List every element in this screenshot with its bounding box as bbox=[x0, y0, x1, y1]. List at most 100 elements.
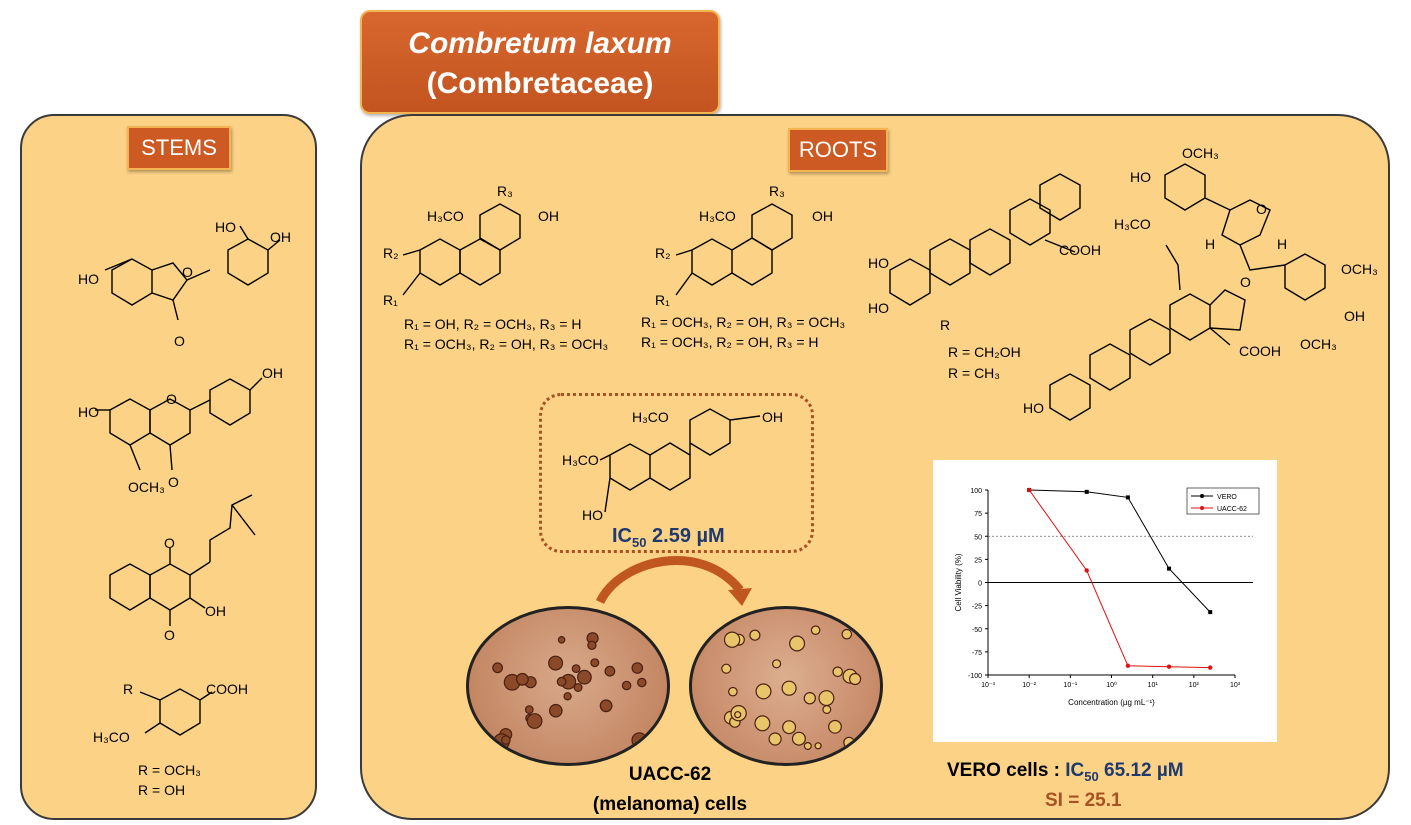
cell-blob bbox=[492, 662, 503, 674]
lig-och3-c: OCH₃ bbox=[1300, 336, 1337, 352]
stem2-oh-left: HO bbox=[78, 404, 99, 420]
cell-blob bbox=[571, 664, 581, 673]
chart-series-line bbox=[1029, 489, 1211, 613]
cell-blob bbox=[516, 672, 529, 686]
tri-ho2: HO bbox=[868, 300, 889, 316]
cells-after-image bbox=[689, 606, 883, 766]
cell-blob bbox=[721, 663, 732, 674]
tri-line2: R = CH₃ bbox=[948, 365, 1000, 381]
cell-blob bbox=[723, 631, 741, 648]
phen2-line1: R₁ = OCH₃, R₂ = OH, R₃ = OCH₃ bbox=[641, 314, 845, 330]
chart-y-tick-label: 75 bbox=[974, 511, 982, 518]
selectivity-index: SI = 25.1 bbox=[1045, 790, 1122, 811]
tri-line1: R = CH₂OH bbox=[948, 344, 1021, 360]
stem1-oh-c: HO bbox=[78, 271, 99, 287]
phen1-line2: R₁ = OCH₃, R₂ = OH, R₃ = OCH₃ bbox=[404, 336, 608, 352]
chart-legend-box bbox=[1186, 487, 1260, 515]
cell-blob bbox=[556, 676, 567, 687]
lignan-structure bbox=[1164, 163, 1326, 301]
chart-x-tick-label: 10³ bbox=[1230, 682, 1241, 689]
cell-blob bbox=[782, 720, 797, 735]
stem3-o-bottom: O bbox=[164, 627, 175, 643]
stem4-cooh: COOH bbox=[206, 681, 248, 697]
act-ho: HO bbox=[582, 507, 603, 523]
chart-x-tick-label: 10⁻² bbox=[1022, 682, 1036, 689]
tri-r: R bbox=[940, 317, 950, 333]
cells-caption: UACC-62 (melanoma) cells bbox=[560, 760, 780, 820]
phen1-r3: R₃ bbox=[497, 183, 513, 199]
cell-blob bbox=[791, 731, 806, 746]
cell-blob bbox=[573, 682, 583, 692]
title-banner: Combretum laxum (Combretaceae) bbox=[360, 10, 720, 114]
species-name: Combretum laxum bbox=[408, 27, 672, 60]
bet-ho: HO bbox=[1023, 400, 1044, 416]
cell-blob bbox=[849, 672, 862, 686]
phen1-oh: OH bbox=[538, 208, 559, 224]
phen2-r3: R₃ bbox=[769, 183, 785, 199]
lig-ho: HO bbox=[1130, 169, 1151, 185]
bet-cooh: COOH bbox=[1239, 343, 1281, 359]
lig-h2: H bbox=[1277, 236, 1287, 252]
tri-ho1: HO bbox=[868, 255, 889, 271]
chart-series-line bbox=[1028, 489, 1211, 669]
cell-blob bbox=[526, 713, 543, 729]
chart-legend-label: UACC-62 bbox=[1217, 506, 1247, 513]
cell-blob bbox=[789, 635, 806, 652]
chart-x-tick-label: 10⁰ bbox=[1106, 681, 1117, 689]
cell-blob bbox=[768, 732, 782, 746]
lig-h1: H bbox=[1205, 236, 1215, 252]
chart-x-tick-label: 10² bbox=[1189, 682, 1200, 689]
cell-blob bbox=[771, 659, 782, 669]
cell-blob bbox=[822, 704, 832, 714]
chart-y-tick-label: 25 bbox=[974, 557, 982, 564]
chart-point bbox=[1166, 664, 1172, 669]
act-h3co-top: H₃CO bbox=[632, 409, 669, 425]
cell-blob bbox=[803, 691, 817, 705]
stem4-r-line1: R = OCH₃ bbox=[138, 762, 201, 778]
cell-blob bbox=[810, 625, 821, 635]
cells-before-image bbox=[466, 606, 670, 766]
tri-cooh: COOH bbox=[1059, 242, 1101, 258]
stem2-o-ring: O bbox=[166, 391, 177, 407]
cell-blob bbox=[781, 680, 797, 696]
chart-y-label: Cell Viability (%) bbox=[954, 553, 963, 611]
flavone-structure bbox=[95, 377, 263, 471]
cell-blob bbox=[563, 692, 572, 701]
lig-och3-a: OCH₃ bbox=[1182, 145, 1219, 161]
chart-point bbox=[1125, 495, 1130, 500]
phen1-r1: R₁ bbox=[383, 292, 398, 308]
stem2-oh-top: OH bbox=[262, 365, 283, 381]
chart-legend-marker bbox=[1200, 506, 1204, 510]
chart-legend-label: VERO bbox=[1217, 494, 1237, 501]
active-ic50: IC50 2.59 µM bbox=[612, 525, 725, 550]
stem1-oh-a: HO bbox=[215, 219, 236, 235]
phen1-h3co: H₃CO bbox=[427, 208, 464, 224]
naphthoquinone-structure bbox=[109, 494, 256, 626]
act-oh: OH bbox=[762, 409, 783, 425]
phen2-r1: R₁ bbox=[655, 292, 670, 308]
cell-blob bbox=[734, 711, 742, 719]
cell-blob bbox=[832, 666, 843, 678]
chart-point bbox=[1208, 610, 1213, 615]
chart-x-tick-label: 10¹ bbox=[1148, 682, 1159, 689]
cell-blob bbox=[828, 719, 842, 734]
chart-y-tick-label: -100 bbox=[968, 673, 982, 680]
chart-y-tick-label: -25 bbox=[972, 604, 982, 611]
lig-o2: O bbox=[1240, 274, 1251, 290]
chart-x-tick-label: 10⁻³ bbox=[981, 682, 995, 689]
arrow-head bbox=[728, 588, 752, 606]
chart-y-tick-label: 100 bbox=[970, 488, 982, 495]
phenanthrene-1-structure bbox=[402, 203, 521, 296]
chart-y-tick-label: -75 bbox=[972, 650, 982, 657]
chart-y-tick-label: 50 bbox=[974, 534, 982, 541]
stems-tag: STEMS bbox=[127, 126, 231, 170]
cell-blob bbox=[557, 635, 566, 644]
stem4-r: R bbox=[123, 681, 133, 697]
stem4-r-line2: R = OH bbox=[138, 782, 185, 798]
cell-blob bbox=[803, 742, 812, 751]
chart-point bbox=[1167, 566, 1172, 571]
phen2-h3co: H₃CO bbox=[699, 208, 736, 224]
chart-x-label: Concentration (µg mL⁻¹) bbox=[1068, 698, 1155, 707]
